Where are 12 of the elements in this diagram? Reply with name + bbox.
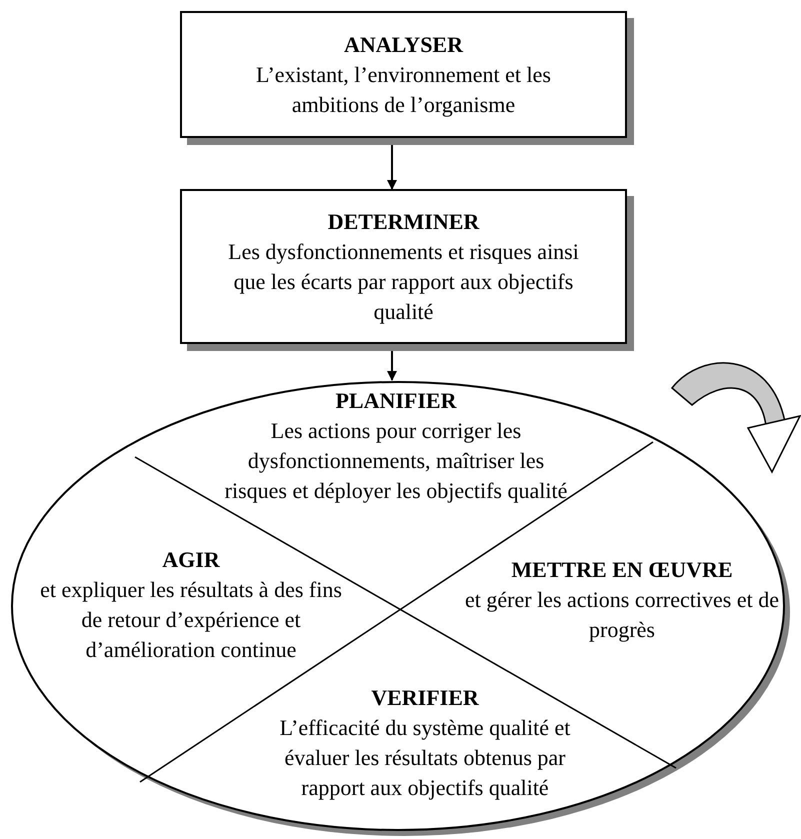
step-description: et expliquer les résultats à des fins de retour d’expérience et d’amélioration continue [39,576,343,664]
step-heading: DETERMINER [326,208,480,236]
step-description: L’efficacité du système qualité et évaluer les résultats obtenus par rapport aux objectifs qualité [278,714,572,802]
step-description: Les actions pour corriger les dysfonctionnements, maîtriser les risques et déployer les objectifs qualité [224,417,568,505]
step-description: Les dysfonctionnements et risques ainsi que les écarts par rapport aux objectifs qualité [227,238,580,326]
step-heading: VERIFIER [370,684,480,712]
step-heading: AGIR [161,546,221,574]
step-heading: METTRE EN ŒUVRE [510,556,734,584]
step-description: L’existant, l’environnement et les ambitions de l’organisme [255,60,552,119]
step-heading: ANALYSER [342,30,464,58]
step-heading: PLANIFIER [334,387,458,415]
step-description: et gérer les actions correctives et de progrès [464,586,780,644]
